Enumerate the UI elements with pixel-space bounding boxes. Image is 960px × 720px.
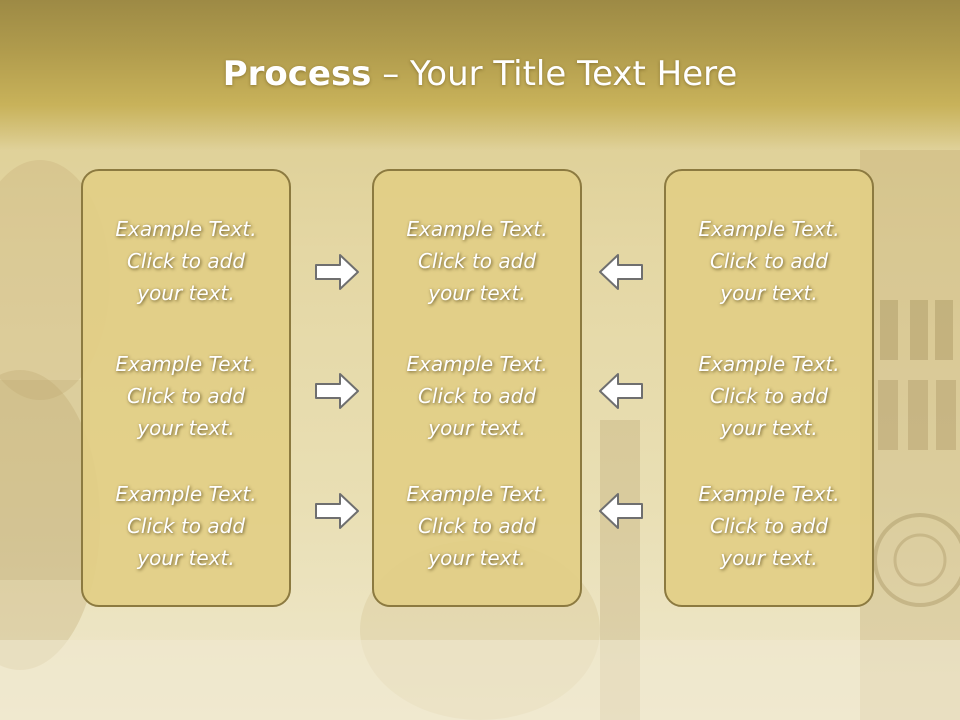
panel-text-block[interactable]: Example Text. Click to add your text. — [374, 478, 580, 574]
text-line: Example Text. — [115, 217, 257, 241]
process-panel-left[interactable]: Example Text. Click to add your text. Ex… — [81, 169, 291, 607]
slide-title[interactable]: Process – Your Title Text Here — [0, 52, 960, 96]
text-line: Example Text. — [115, 352, 257, 376]
arrow-left-icon[interactable] — [598, 491, 644, 531]
title-band — [0, 0, 960, 150]
panel-text-block[interactable]: Example Text. Click to add your text. — [83, 213, 289, 309]
text-line: Example Text. — [698, 352, 840, 376]
title-bold-part: Process — [222, 54, 372, 94]
arrow-right-icon[interactable] — [314, 252, 360, 292]
text-line: your text. — [428, 281, 526, 305]
text-line: Example Text. — [406, 352, 548, 376]
text-line: Click to add — [126, 384, 246, 408]
text-line: Click to add — [417, 384, 537, 408]
text-line: Click to add — [709, 249, 829, 273]
arrow-right-icon[interactable] — [314, 491, 360, 531]
panel-text-block[interactable]: Example Text. Click to add your text. — [666, 478, 872, 574]
text-line: Click to add — [709, 384, 829, 408]
text-line: Example Text. — [115, 482, 257, 506]
arrow-left-icon[interactable] — [598, 371, 644, 411]
text-line: Example Text. — [406, 482, 548, 506]
text-line: Click to add — [126, 514, 246, 538]
panel-text-block[interactable]: Example Text. Click to add your text. — [83, 348, 289, 444]
panel-text-block[interactable]: Example Text. Click to add your text. — [374, 213, 580, 309]
process-panel-center[interactable]: Example Text. Click to add your text. Ex… — [372, 169, 582, 607]
text-line: Click to add — [417, 249, 537, 273]
arrow-left-icon[interactable] — [598, 252, 644, 292]
arrow-right-icon[interactable] — [314, 371, 360, 411]
title-rest: – Your Title Text Here — [371, 54, 738, 94]
text-line: Click to add — [126, 249, 246, 273]
text-line: your text. — [720, 416, 818, 440]
panel-text-block[interactable]: Example Text. Click to add your text. — [83, 478, 289, 574]
text-line: your text. — [720, 281, 818, 305]
text-line: Click to add — [417, 514, 537, 538]
text-line: your text. — [720, 546, 818, 570]
panel-text-block[interactable]: Example Text. Click to add your text. — [666, 348, 872, 444]
panel-text-block[interactable]: Example Text. Click to add your text. — [374, 348, 580, 444]
text-line: your text. — [428, 546, 526, 570]
text-line: your text. — [428, 416, 526, 440]
text-line: your text. — [137, 546, 235, 570]
text-line: Example Text. — [698, 482, 840, 506]
text-line: Example Text. — [698, 217, 840, 241]
text-line: your text. — [137, 416, 235, 440]
text-line: Click to add — [709, 514, 829, 538]
text-line: Example Text. — [406, 217, 548, 241]
text-line: your text. — [137, 281, 235, 305]
process-panel-right[interactable]: Example Text. Click to add your text. Ex… — [664, 169, 874, 607]
panel-text-block[interactable]: Example Text. Click to add your text. — [666, 213, 872, 309]
